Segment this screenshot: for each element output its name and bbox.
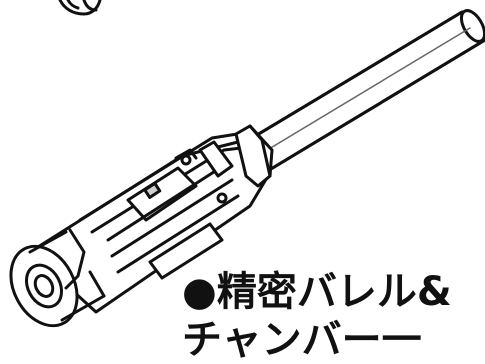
barrel-chamber-illustration xyxy=(9,0,485,328)
caption-line-1: ●精密バレル& xyxy=(182,269,452,315)
chamber-body xyxy=(28,124,274,314)
hop-up-part-icon xyxy=(58,0,102,16)
caption-line-2: チャンバー一 xyxy=(182,317,422,363)
front-nozzle xyxy=(9,228,106,328)
product-caption: ●精密バレル& チャンバー一 xyxy=(182,268,452,364)
